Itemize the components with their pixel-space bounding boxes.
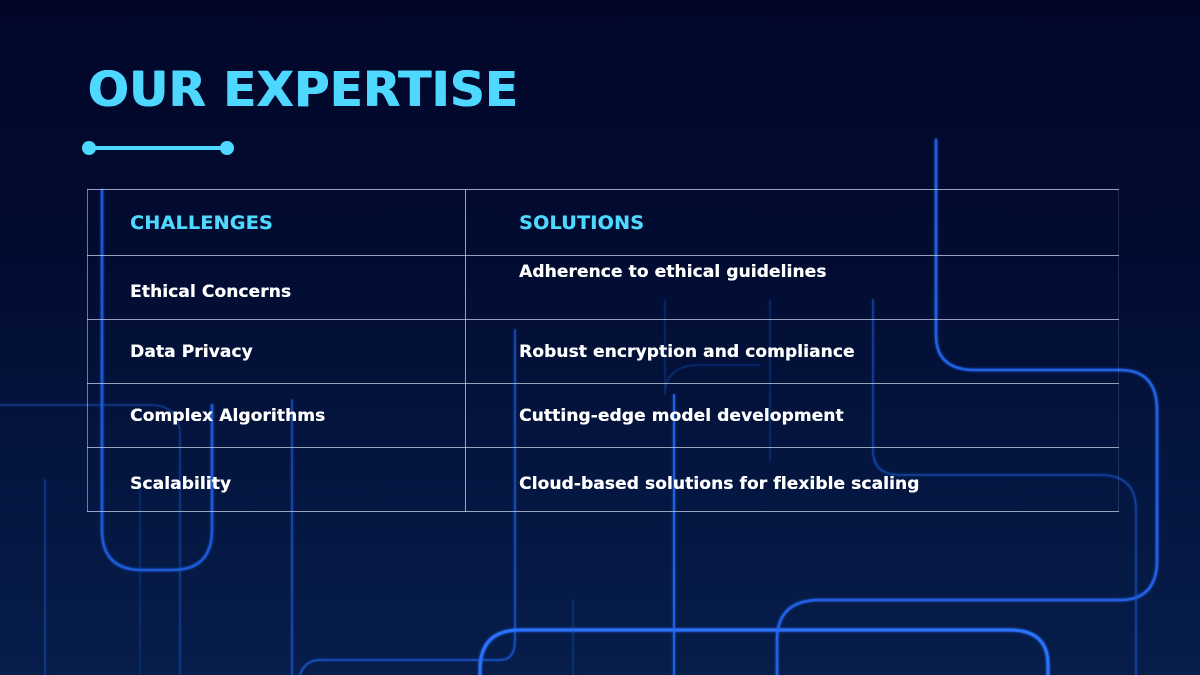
connector-line	[88, 146, 228, 150]
challenge-cell: Data Privacy	[87, 319, 466, 384]
table-row: Ethical Concerns Adherence to ethical gu…	[87, 255, 1119, 320]
title-underline-connector	[82, 140, 234, 156]
table-row: Complex Algorithms Cutting-edge model de…	[87, 383, 1119, 448]
solution-cell: Cloud-based solutions for flexible scali…	[465, 447, 1119, 512]
table-header-row: CHALLENGES SOLUTIONS	[87, 189, 1119, 256]
header-solutions: SOLUTIONS	[465, 189, 1119, 256]
solution-cell: Adherence to ethical guidelines	[465, 255, 1119, 320]
solution-cell: Cutting-edge model development	[465, 383, 1119, 448]
header-challenges: CHALLENGES	[87, 189, 466, 256]
slide-title: OUR EXPERTISE	[88, 62, 519, 118]
challenge-cell: Ethical Concerns	[87, 255, 466, 320]
connector-dot-icon	[220, 141, 234, 155]
expertise-table: CHALLENGES SOLUTIONS Ethical Concerns Ad…	[87, 189, 1119, 512]
table-row: Scalability Cloud-based solutions for fl…	[87, 447, 1119, 512]
table-row: Data Privacy Robust encryption and compl…	[87, 319, 1119, 384]
solution-cell: Robust encryption and compliance	[465, 319, 1119, 384]
challenge-cell: Complex Algorithms	[87, 383, 466, 448]
challenge-cell: Scalability	[87, 447, 466, 512]
